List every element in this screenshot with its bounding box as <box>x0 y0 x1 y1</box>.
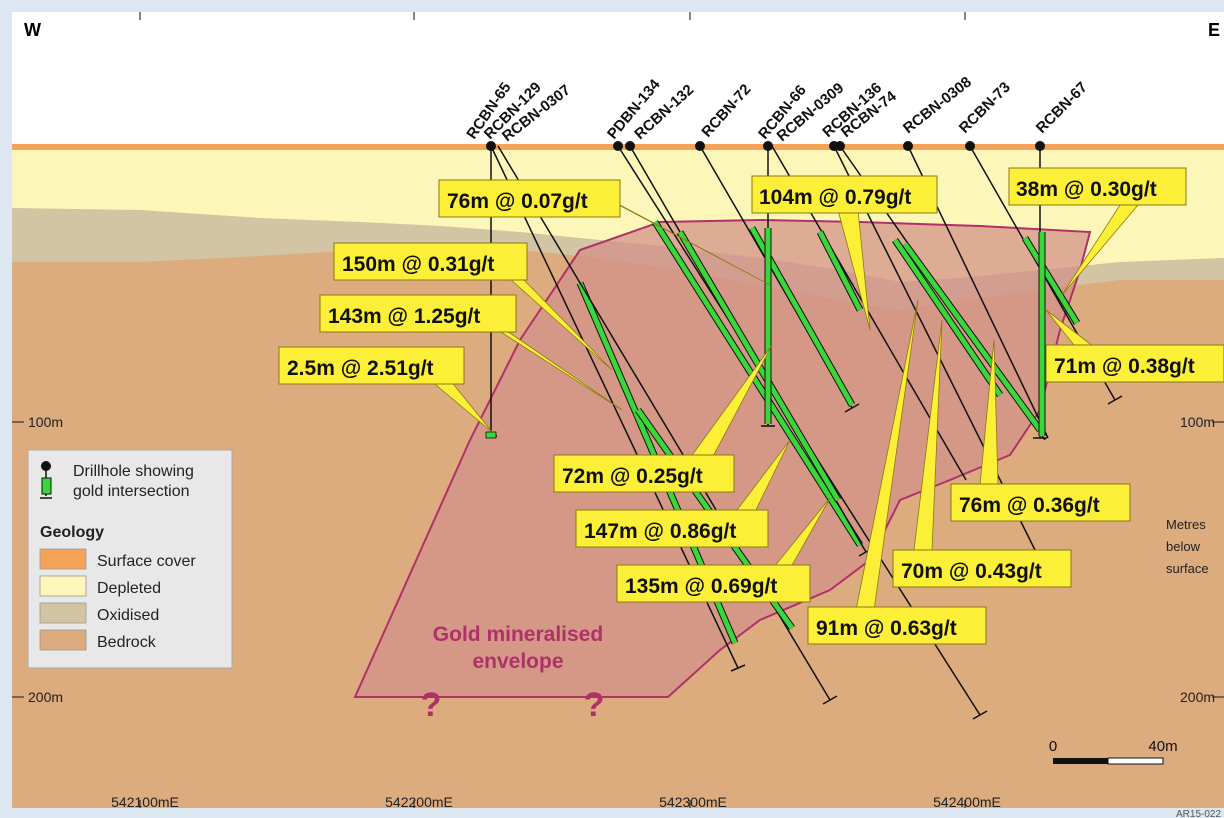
drillhole-collar-rcbn-73 <box>965 141 975 151</box>
east-label: E <box>1208 20 1220 40</box>
scale-zero-label: 0 <box>1049 738 1057 755</box>
callout-box-150m-031 <box>333 242 528 281</box>
drillhole-end-pdbn-134 <box>972 710 988 720</box>
callout-70m-043: 70m @ 0.43g/t <box>901 560 1042 583</box>
scale-bar-black <box>1053 758 1108 764</box>
gold-intersection-rcbn-74 <box>892 238 1003 397</box>
easting-label-542100: 542100mE <box>111 794 179 810</box>
drillhole-collar-rcbn-67 <box>1035 141 1045 151</box>
drillhole-collar-rcbn-74 <box>835 141 845 151</box>
scale-end-label: 40m <box>1148 738 1177 755</box>
legend-label-bedrock: Bedrock <box>97 634 157 651</box>
drillhole-collar-rcbn-66 <box>763 141 773 151</box>
callout-143m-125: 143m @ 1.25g/t <box>328 305 480 328</box>
frame-ticks <box>12 12 1224 808</box>
legend-drillhole-icon-collar <box>41 461 51 471</box>
easting-label-542300: 542300mE <box>659 794 727 810</box>
callout-box-25m-251 <box>278 346 465 385</box>
legend-swatch-oxidised <box>39 602 87 624</box>
depth-caption-line1: Metres <box>1166 517 1206 532</box>
legend-swatch-surface-cover <box>39 548 87 570</box>
envelope-unknown-left: ? <box>421 686 442 724</box>
legend: Drillhole showing gold intersection Geol… <box>27 449 233 669</box>
callout-box-76m-036 <box>950 483 1131 522</box>
callout-box-147m-086 <box>575 509 769 548</box>
callout-box-72m-025 <box>553 454 735 493</box>
callout-box-104m-079 <box>751 175 938 214</box>
legend-geology-title: Geology <box>40 524 104 541</box>
depth-caption-line2: below <box>1166 539 1201 554</box>
gold-intersection-rcbn-73 <box>1022 236 1080 325</box>
depth-caption-line3: surface <box>1166 561 1209 576</box>
callout-135m-069: 135m @ 0.69g/t <box>625 575 777 598</box>
callout-150m-031: 150m @ 0.31g/t <box>342 253 494 276</box>
envelope-unknown-right: ? <box>584 686 605 724</box>
legend-swatch-bedrock <box>39 629 87 651</box>
west-label: W <box>24 20 41 40</box>
envelope-label-line2: envelope <box>472 650 563 673</box>
callout-76m-036: 76m @ 0.36g/t <box>959 494 1100 517</box>
envelope-label-line1: Gold mineralised <box>433 623 603 646</box>
legend-drillhole-label-line2: gold intersection <box>73 483 190 500</box>
callout-38m-030: 38m @ 0.30g/t <box>1016 178 1157 201</box>
legend-drillhole-label-line1: Drillhole showing <box>73 463 194 480</box>
callout-pointers <box>428 194 1139 611</box>
drillhole-collar-rcbn-72 <box>695 141 705 151</box>
callout-91m-063: 91m @ 0.63g/t <box>816 617 957 640</box>
gold-intersection-pdbn-134 <box>652 220 863 547</box>
reference-code: AR15-022 <box>1176 809 1221 818</box>
callout-76m-007: 76m @ 0.07g/t <box>447 190 588 213</box>
easting-label-542200: 542200mE <box>385 794 453 810</box>
callout-71m-038: 71m @ 0.38g/t <box>1054 355 1195 378</box>
easting-label-542400: 542400mE <box>933 794 1001 810</box>
scale-bar: 0 40m <box>1049 738 1178 765</box>
legend-swatch-depleted <box>39 575 87 597</box>
intersection-callouts: 76m @ 0.07g/t 104m @ 0.79g/t 38m @ 0.30g… <box>278 167 1224 645</box>
drillhole-end-rcbn-0307 <box>822 695 838 705</box>
callout-box-135m-069 <box>616 564 811 603</box>
depth-label-100m-right: 100m <box>1180 414 1215 430</box>
drillhole-collar-rcbn-0308 <box>903 141 913 151</box>
callout-box-91m-063 <box>807 606 987 645</box>
gold-intersection-rcbn-136 <box>817 230 863 312</box>
drillhole-end-rcbn-73 <box>1107 395 1123 405</box>
callout-104m-079: 104m @ 0.79g/t <box>759 186 911 209</box>
drillhole-collar-rcbn-132 <box>625 141 635 151</box>
scale-bar-white <box>1107 757 1164 765</box>
legend-label-oxidised: Oxidised <box>97 607 159 624</box>
drillhole-collar-pdbn-134 <box>613 141 623 151</box>
gold-intersection-rcbn-65 <box>485 431 497 439</box>
easting-axis: 542100mE 542200mE 542300mE 542400mE <box>111 794 1001 810</box>
callout-box-76m-007 <box>438 179 621 218</box>
callout-box-70m-043 <box>892 549 1072 588</box>
depth-label-200m-left: 200m <box>28 689 63 705</box>
callout-box-38m-030 <box>1008 167 1187 206</box>
depth-label-100m-left: 100m <box>28 414 63 430</box>
drillhole-end-rcbn-129 <box>730 664 746 672</box>
callout-box-143m-125 <box>319 294 517 333</box>
callout-72m-025: 72m @ 0.25g/t <box>562 465 703 488</box>
callout-147m-086: 147m @ 0.86g/t <box>584 520 736 543</box>
legend-gold-intersection-icon <box>41 477 52 495</box>
drillhole-end-rcbn-72 <box>844 403 860 413</box>
legend-label-depleted: Depleted <box>97 580 161 597</box>
legend-label-surface-cover: Surface cover <box>97 553 196 570</box>
depth-label-200m-right: 200m <box>1180 689 1215 705</box>
callout-25m-251: 2.5m @ 2.51g/t <box>287 357 434 380</box>
callout-box-71m-038 <box>1045 344 1224 383</box>
depth-axis: 100m 200m 100m 200m Metres below surface <box>28 414 1215 705</box>
gold-intersection-rcbn-0308 <box>902 242 1043 432</box>
